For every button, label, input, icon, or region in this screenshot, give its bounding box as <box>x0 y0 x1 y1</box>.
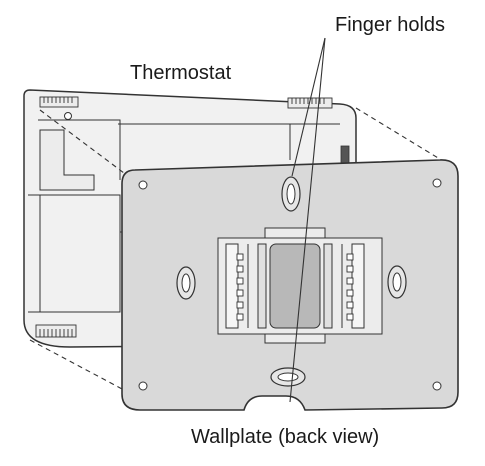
mounting-hole-bottom-right <box>432 381 442 391</box>
terminal-screws-left <box>236 253 244 321</box>
wallplate <box>121 159 459 411</box>
terminal-center-channel <box>269 243 321 329</box>
terminal-block <box>217 227 383 344</box>
thermostat-side-tab <box>340 145 350 165</box>
finger-holds-label: Finger holds <box>335 14 446 36</box>
leader-line-bottom-hold <box>289 37 326 403</box>
side-slot-left <box>176 266 196 300</box>
thermostat-hole <box>64 112 72 120</box>
mounting-hole-top-right <box>432 178 442 188</box>
thermostat-vent-bottom-left <box>35 324 77 338</box>
thermostat-vent-top-left <box>39 96 79 108</box>
leader-line-top-hold <box>291 37 326 177</box>
mounting-hole-top-left <box>138 180 148 190</box>
thermostat-inner-structure <box>28 119 340 313</box>
leader-lines <box>289 37 326 403</box>
mounting-hole-bottom-left <box>138 381 148 391</box>
finger-hold-bottom <box>270 367 306 387</box>
thermostat-label: Thermostat <box>130 62 232 84</box>
finger-hold-top <box>281 176 301 212</box>
wallplate-mounting-holes <box>138 178 442 391</box>
terminal-screws-right <box>346 253 354 321</box>
wallplate-label: Wallplate (back view) <box>191 426 380 448</box>
side-slot-right <box>387 265 407 299</box>
